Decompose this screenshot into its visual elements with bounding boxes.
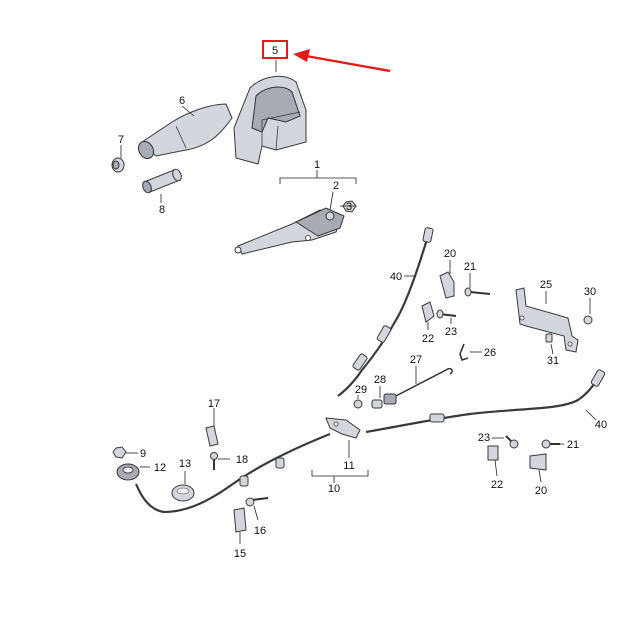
part-22-clip-lower[interactable] [487, 445, 499, 461]
part-20-bracket-lower[interactable] [529, 453, 547, 471]
part-27-rod[interactable] [391, 367, 453, 399]
callout-15[interactable]: 15 [234, 548, 246, 560]
part-22-clip-upper[interactable] [421, 301, 435, 323]
part-40-cable-left[interactable] [337, 227, 434, 397]
callout-7[interactable]: 7 [118, 134, 124, 146]
part-23-bolt-upper[interactable] [436, 309, 457, 319]
callout-27[interactable]: 27 [410, 354, 422, 366]
part-31-pin[interactable] [545, 333, 553, 343]
part-21-bolt-upper[interactable] [464, 287, 491, 297]
callout-3[interactable]: 3 [346, 201, 352, 213]
callout-20-upper[interactable]: 20 [444, 248, 456, 260]
callout-23-upper[interactable]: 23 [445, 326, 457, 338]
part-18-bolt[interactable] [210, 452, 218, 471]
part-15-bracket[interactable] [233, 507, 247, 533]
callout-16[interactable]: 16 [254, 525, 266, 537]
callout-2[interactable]: 2 [333, 180, 339, 192]
part-30-screw[interactable] [583, 315, 593, 325]
highlight-arrow [293, 49, 391, 73]
part-13-plug[interactable] [171, 484, 195, 502]
callout-11[interactable]: 11 [343, 460, 354, 472]
callout-21-lower[interactable]: 21 [567, 439, 579, 451]
callout-29[interactable]: 29 [355, 384, 367, 396]
highlight-box [262, 40, 288, 59]
callout-8[interactable]: 8 [159, 204, 165, 216]
part-12-grommet[interactable] [116, 463, 140, 481]
callout-17[interactable]: 17 [208, 398, 220, 410]
part-5-boot-cover[interactable] [233, 75, 307, 165]
callout-5[interactable]: 5 [272, 45, 278, 57]
part-7-cap[interactable] [111, 157, 125, 173]
part-11-equalizer[interactable] [325, 417, 361, 439]
callout-26[interactable]: 26 [484, 347, 496, 359]
callout-20-lower[interactable]: 20 [535, 485, 547, 497]
callout-40-right[interactable]: 40 [595, 419, 607, 431]
part-10-cable-main[interactable] [134, 369, 606, 514]
callout-30[interactable]: 30 [584, 286, 596, 298]
part-6-handle-sleeve[interactable] [135, 103, 233, 161]
part-20-bracket-upper[interactable] [439, 271, 455, 299]
callout-9[interactable]: 9 [140, 448, 146, 460]
callout-22-upper[interactable]: 22 [422, 333, 434, 345]
callout-21-upper[interactable]: 21 [464, 261, 476, 273]
callout-28[interactable]: 28 [374, 374, 386, 386]
callout-6[interactable]: 6 [179, 95, 185, 107]
callout-23-lower[interactable]: 23 [478, 432, 490, 444]
callout-1[interactable]: 1 [314, 159, 320, 171]
callout-12[interactable]: 12 [154, 462, 166, 474]
part-16-bolt[interactable] [245, 497, 269, 507]
part-25-plate[interactable] [515, 287, 579, 353]
part-17-bracket[interactable] [205, 425, 219, 447]
callout-31[interactable]: 31 [547, 355, 559, 367]
part-8-grip[interactable] [141, 168, 183, 194]
part-2-ratchet[interactable] [325, 211, 335, 221]
part-9-nut[interactable] [112, 446, 127, 459]
part-23-bolt-lower[interactable] [505, 435, 519, 449]
part-26-hook[interactable] [459, 343, 469, 362]
part-29-nut[interactable] [353, 399, 363, 409]
callout-18[interactable]: 18 [236, 454, 248, 466]
callout-40-left[interactable]: 40 [390, 271, 402, 283]
callout-25[interactable]: 25 [540, 279, 552, 291]
callout-13[interactable]: 13 [179, 458, 191, 470]
callout-22-lower[interactable]: 22 [491, 479, 503, 491]
callout-10[interactable]: 10 [328, 483, 340, 495]
part-28-sleeve[interactable] [371, 393, 397, 409]
